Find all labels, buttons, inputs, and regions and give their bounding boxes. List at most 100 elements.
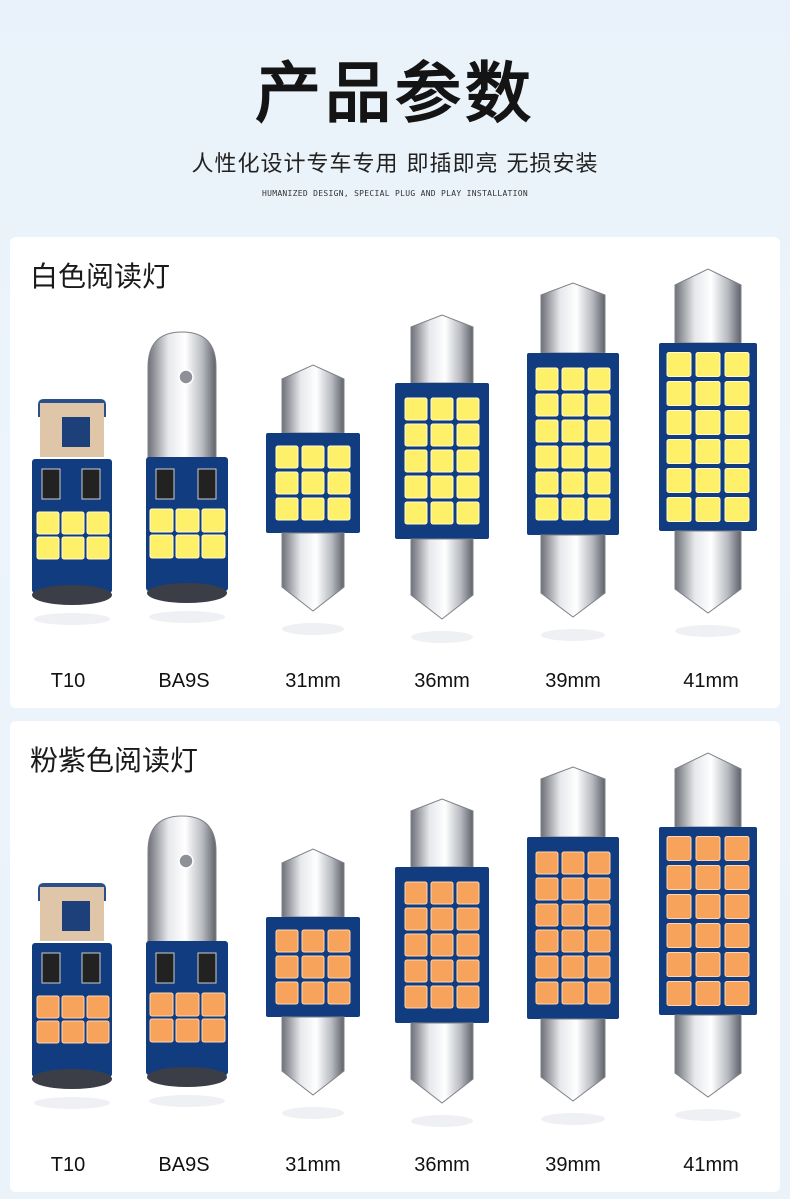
led-chip: [666, 468, 692, 493]
led-chip: [456, 501, 480, 525]
led-chip: [456, 423, 480, 447]
led-chip: [275, 445, 299, 469]
led-chip: [724, 497, 750, 522]
metal-end-cap-top: [540, 282, 606, 354]
led-chip: [301, 497, 325, 521]
section-title: 粉紫色阅读灯: [30, 744, 199, 777]
led-chip: [666, 410, 692, 435]
led-chip: [561, 497, 585, 521]
page-title: 产品参数: [255, 55, 535, 132]
metal-end-cap-bottom: [410, 1022, 474, 1104]
bulb-illustrations: [32, 752, 757, 1127]
led-chip: [86, 995, 110, 1019]
led-chip: [587, 851, 611, 875]
led-chip: [724, 865, 750, 890]
led-chip: [275, 471, 299, 495]
led-chip: [724, 981, 750, 1006]
led-chip: [201, 992, 226, 1017]
bulb-reflection: [541, 629, 605, 641]
bulb-label-36mm: 36mm: [414, 670, 470, 692]
led-chip: [404, 397, 428, 421]
led-chip: [301, 955, 325, 979]
led-chip: [175, 1018, 200, 1043]
led-chip: [456, 907, 480, 931]
led-chip: [404, 985, 428, 1009]
led-chip: [535, 497, 559, 521]
led-chip: [201, 1018, 226, 1043]
bulb-label-ba9s: BA9S: [158, 1154, 210, 1176]
led-chip: [61, 995, 85, 1019]
section-white-reading-light: 白色阅读灯 T10 BA9S 31mm 36mm 39mm 41mm: [10, 237, 780, 708]
bulb-reflection: [282, 1107, 344, 1119]
led-chip: [201, 508, 226, 533]
led-chip: [587, 877, 611, 901]
page-subtitle: 人性化设计专车专用 即插即亮 无损安装: [191, 152, 599, 177]
metal-end-cap-bottom: [540, 1018, 606, 1102]
bulb-reflection: [541, 1113, 605, 1125]
led-chip: [561, 393, 585, 417]
led-chip: [561, 445, 585, 469]
bulb-reflection: [411, 1115, 473, 1127]
led-chip: [430, 397, 454, 421]
metal-end-cap-top: [674, 752, 742, 828]
led-chip: [327, 497, 351, 521]
resistor-chip: [155, 468, 175, 500]
wedge-resistor: [62, 417, 90, 447]
metal-end-cap-top: [540, 766, 606, 838]
resistor-chip: [197, 468, 217, 500]
bulb-reflection: [675, 1109, 741, 1121]
led-chip: [430, 475, 454, 499]
header: 产品参数 人性化设计专车专用 即插即亮 无损安装 HUMANIZED DESIG…: [0, 0, 790, 230]
led-chip: [666, 865, 692, 890]
led-chip: [587, 497, 611, 521]
led-chip: [404, 959, 428, 983]
led-chip: [561, 981, 585, 1005]
led-chip: [724, 836, 750, 861]
led-chip: [535, 877, 559, 901]
led-chip: [149, 992, 174, 1017]
metal-end-cap-top: [281, 848, 345, 918]
led-chip: [175, 534, 200, 559]
led-chip: [695, 981, 721, 1006]
led-chip: [275, 497, 299, 521]
led-chip: [275, 981, 299, 1005]
metal-end-cap-top: [281, 364, 345, 434]
led-chip: [695, 865, 721, 890]
led-chip: [86, 1020, 110, 1044]
led-chip: [561, 471, 585, 495]
led-chip: [666, 923, 692, 948]
led-chip: [456, 933, 480, 957]
led-chip: [430, 881, 454, 905]
led-chip: [535, 419, 559, 443]
led-chip: [666, 352, 692, 377]
led-chip: [561, 367, 585, 391]
led-chip: [275, 929, 299, 953]
metal-base-ba9s: [147, 331, 217, 460]
led-chip: [666, 439, 692, 464]
led-chip: [666, 981, 692, 1006]
led-chip: [275, 955, 299, 979]
led-chip: [587, 367, 611, 391]
led-chip: [587, 981, 611, 1005]
bulb-reflection: [149, 1095, 225, 1107]
bulb-base: [147, 583, 227, 603]
led-chip: [327, 471, 351, 495]
metal-end-cap-top: [674, 268, 742, 344]
resistor-chip: [81, 468, 101, 500]
led-chip: [404, 423, 428, 447]
metal-end-cap-bottom: [540, 534, 606, 618]
led-chip: [666, 381, 692, 406]
led-chip: [561, 903, 585, 927]
led-chip: [724, 439, 750, 464]
bulb-label-36mm: 36mm: [414, 1154, 470, 1176]
led-chip: [430, 933, 454, 957]
led-chip: [587, 903, 611, 927]
led-chip: [430, 501, 454, 525]
led-chip: [456, 475, 480, 499]
metal-base-ba9s: [147, 815, 217, 944]
led-chip: [666, 836, 692, 861]
bulb-base: [32, 1069, 112, 1089]
metal-end-cap-bottom: [410, 538, 474, 620]
led-chip: [666, 952, 692, 977]
led-chip: [149, 508, 174, 533]
